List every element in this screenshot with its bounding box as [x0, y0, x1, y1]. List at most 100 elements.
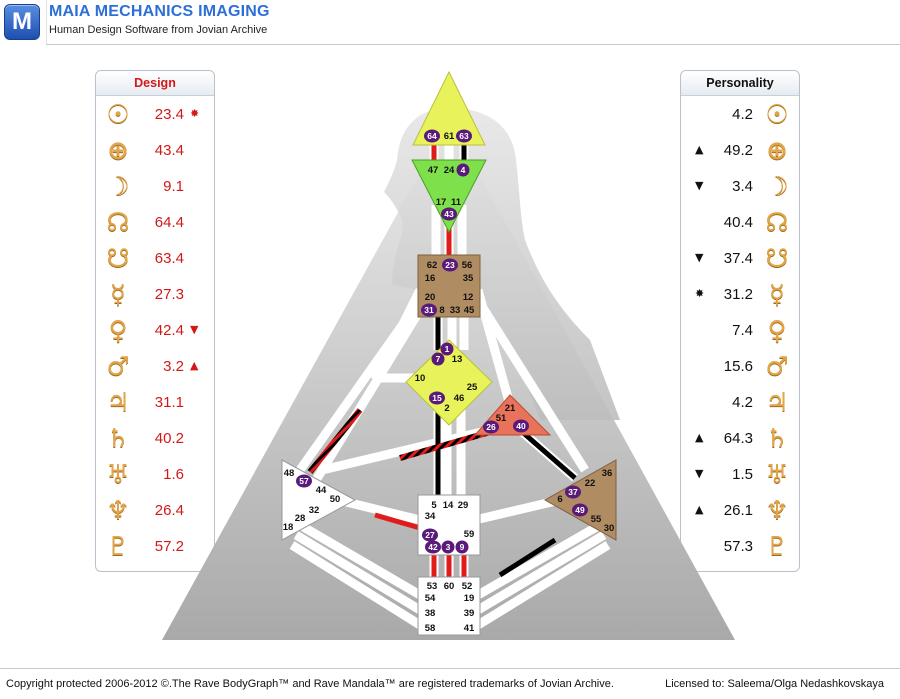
design-row-saturn[interactable]: ♄40.2 — [96, 421, 214, 457]
personality-neptune-value: 26.1 — [723, 502, 753, 519]
activated-gate-3: 3 — [441, 540, 455, 554]
personality-moon-value: 3.4 — [732, 178, 753, 195]
pluto-icon: ♇ — [765, 532, 789, 562]
design-row-uranus[interactable]: ♅ 1.6 — [96, 457, 214, 493]
design-row-earth[interactable]: ⊕ 43.4 — [96, 133, 214, 169]
logo-letter: M — [12, 8, 32, 35]
svg-text:9: 9 — [460, 542, 465, 552]
personality-row-pluto[interactable]: 57.3 ♇ — [681, 529, 799, 565]
svg-text:64: 64 — [427, 131, 437, 141]
personality-south-node-value: 37.4 — [723, 250, 753, 267]
design-jupiter-value: 31.1 — [154, 394, 184, 411]
gate-labels: 61 47 24 17 11 62 56 16 35 20 12 8 33 45… — [283, 131, 615, 634]
ajna-center[interactable] — [411, 159, 487, 234]
personality-row-mercury[interactable]: ✸31.2☿ — [681, 277, 799, 313]
design-row-mercury[interactable]: ☿27.3 — [96, 277, 214, 313]
svg-text:63: 63 — [459, 131, 469, 141]
personality-uranus-value: 1.5 — [732, 466, 753, 483]
design-row-pluto[interactable]: ♇57.2 — [96, 529, 214, 565]
svg-text:1: 1 — [445, 344, 450, 354]
design-row-neptune[interactable]: ♆26.4 — [96, 493, 214, 529]
gate-17: 17 — [436, 197, 447, 208]
app-logo: M — [4, 4, 40, 40]
exaltation-icon: ▲ — [695, 431, 704, 444]
personality-earth-value: 49.2 — [723, 142, 753, 159]
gate-36: 36 — [602, 468, 613, 479]
gate-39: 39 — [464, 608, 475, 619]
personality-row-north-node[interactable]: 40.4☊ — [681, 205, 799, 241]
copyright-text: Copyright protected 2006-2012 ©.The Rave… — [6, 678, 614, 690]
uranus-icon: ♅ — [106, 460, 130, 490]
solar-plexus-center[interactable] — [543, 459, 617, 541]
gate-21: 21 — [505, 403, 516, 414]
personality-row-jupiter[interactable]: 4.2♃ — [681, 385, 799, 421]
design-row-mars[interactable]: ♂3.2▲ — [96, 349, 214, 385]
gate-59: 59 — [464, 529, 475, 540]
personality-row-south-node[interactable]: ▼37.4☋ — [681, 241, 799, 277]
gate-41: 41 — [464, 623, 475, 634]
head-center[interactable] — [412, 70, 486, 146]
design-panel: Design ☉23.4✸ ⊕43.4 ☽9.1 ☊64.4 ☋63.4 ☿27… — [95, 70, 215, 572]
design-uranus-value: 1.6 — [163, 466, 184, 483]
gate-19: 19 — [464, 593, 475, 604]
design-north-node-value: 64.4 — [154, 214, 184, 231]
activated-gate-40: 40 — [513, 419, 529, 433]
activated-gate-23: 23 — [442, 258, 458, 272]
svg-text:27: 27 — [425, 530, 435, 540]
svg-text:37: 37 — [568, 487, 578, 497]
design-row-north-node[interactable]: ☊ 64.4 — [96, 205, 214, 241]
svg-text:23: 23 — [445, 260, 455, 270]
personality-row-sun[interactable]: 4.2☉ — [681, 97, 799, 133]
design-row-moon[interactable]: ☽9.1 — [96, 169, 214, 205]
design-row-south-node[interactable]: ☋63.4 — [96, 241, 214, 277]
activated-gate-49: 49 — [572, 503, 588, 517]
south-node-icon: ☋ — [765, 244, 789, 274]
sun-icon: ☉ — [765, 100, 789, 130]
app-subtitle: Human Design Software from Jovian Archiv… — [49, 24, 268, 36]
exalted-icon: ✸ — [190, 107, 200, 120]
exalted-icon: ✸ — [695, 287, 705, 300]
personality-row-earth[interactable]: ▲49.2⊕ — [681, 133, 799, 169]
exaltation-icon: ▲ — [695, 503, 704, 516]
personality-row-moon[interactable]: ▼3.4☽ — [681, 169, 799, 205]
north-node-icon: ☊ — [106, 208, 130, 238]
design-row-jupiter[interactable]: ♃31.1 — [96, 385, 214, 421]
design-row-venus[interactable]: ♀42.4▼ — [96, 313, 214, 349]
moon-icon: ☽ — [106, 172, 130, 202]
earth-icon: ⊕ — [107, 136, 129, 166]
gate-25: 25 — [467, 382, 478, 393]
gate-6: 6 — [557, 494, 562, 505]
gate-38: 38 — [425, 608, 436, 619]
svg-text:7: 7 — [436, 354, 441, 364]
uranus-icon: ♅ — [765, 460, 789, 490]
gate-2: 2 — [444, 403, 449, 414]
detriment-icon: ▼ — [695, 179, 704, 192]
gate-33: 33 — [450, 305, 461, 316]
svg-text:42: 42 — [428, 542, 438, 552]
gate-16: 16 — [425, 273, 436, 284]
design-earth-value: 43.4 — [154, 142, 184, 159]
personality-row-saturn[interactable]: ▲64.3♄ — [681, 421, 799, 457]
personality-row-neptune[interactable]: ▲26.1♆ — [681, 493, 799, 529]
defined-channels — [307, 140, 577, 578]
root-center[interactable] — [417, 576, 481, 636]
gate-52: 52 — [462, 581, 473, 592]
gate-8: 8 — [439, 305, 444, 316]
personality-row-venus[interactable]: 7.4♀ — [681, 313, 799, 349]
gate-32: 32 — [309, 505, 320, 516]
gate-56: 56 — [462, 260, 473, 271]
design-south-node-value: 63.4 — [154, 250, 184, 267]
gate-18: 18 — [283, 522, 294, 533]
personality-row-uranus[interactable]: ▼1.5♅ — [681, 457, 799, 493]
design-row-sun[interactable]: ☉23.4✸ — [96, 97, 214, 133]
g-center[interactable] — [405, 339, 493, 426]
saturn-icon: ♄ — [765, 424, 789, 454]
earth-icon: ⊕ — [766, 136, 788, 166]
personality-jupiter-value: 4.2 — [732, 394, 753, 411]
personality-pluto-value: 57.3 — [723, 538, 753, 555]
personality-row-mars[interactable]: 15.6♂ — [681, 349, 799, 385]
gate-35: 35 — [463, 273, 474, 284]
personality-panel-title: Personality — [681, 71, 799, 96]
gate-11: 11 — [451, 197, 462, 208]
